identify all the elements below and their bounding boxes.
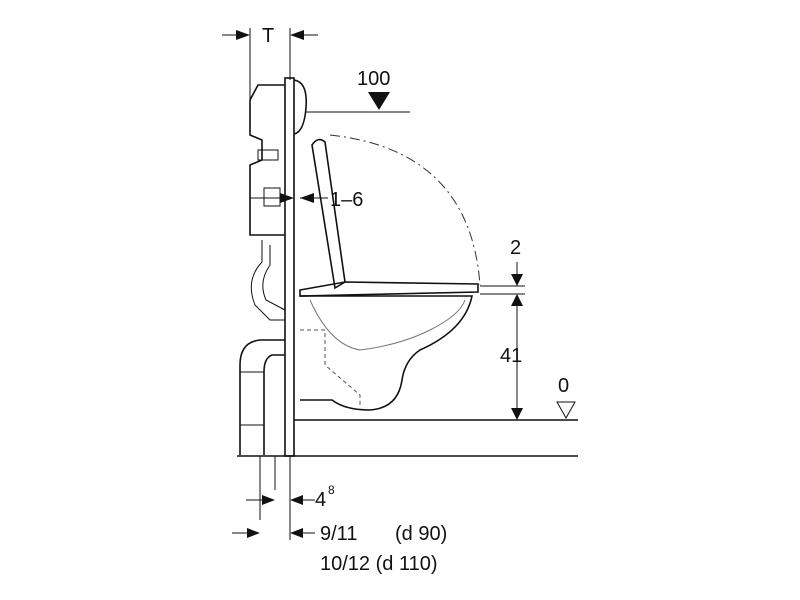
frame-depth-dimension: T [222,25,318,100]
wall-cladding-label: 1–6 [330,189,363,211]
seat-height-label: 41 [500,345,522,367]
actuation-height-marker: 100 [305,68,410,113]
toilet-bowl [300,295,473,411]
actuation-height-label: 100 [357,68,390,90]
installation-frame [249,77,295,457]
seat-offset-label: 2 [510,237,521,259]
seat-height-dimension: 2 41 [480,237,525,420]
frame-depth-label: T [262,25,274,47]
frame-offset-superscript: 8 [328,483,335,497]
drain-offset-110-label: 10/12 (d 110) [320,553,438,575]
drain-d90-label: (d 90) [395,523,447,545]
flush-plate [293,79,308,135]
floor-level-label: 0 [558,375,569,397]
floor-level-marker: 0 [556,375,576,420]
wall-cladding-dimension: 1–6 [250,189,363,211]
drain-pipe [239,339,285,455]
bottom-dimensions: 4 8 9/11 (d 90) 10/12 (d 110) [232,456,447,575]
frame-offset-label: 4 [315,489,326,511]
toilet-seat-lid [299,134,481,297]
drain-offset-90-label: 9/11 [320,523,357,545]
